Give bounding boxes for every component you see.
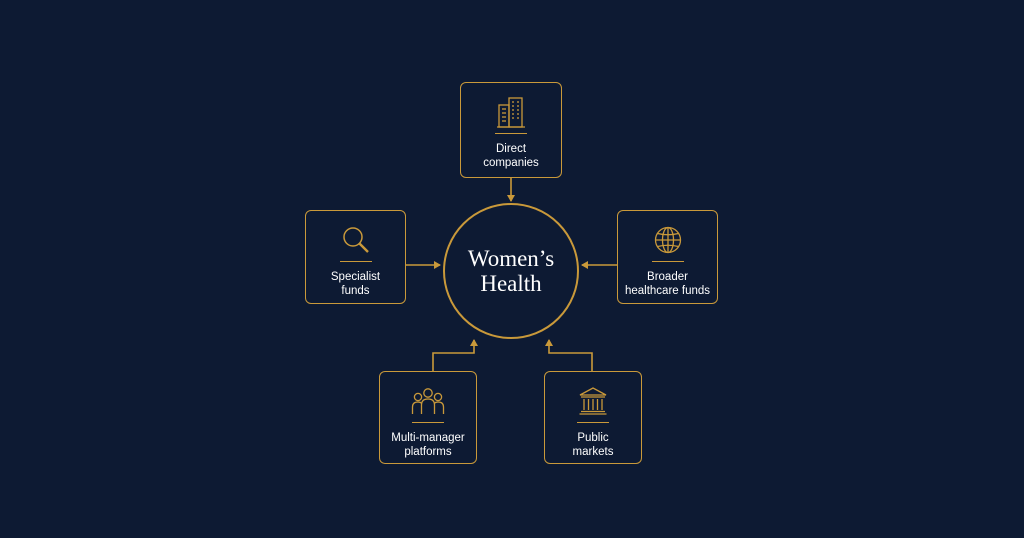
node-label-specialist-funds: Specialist funds (330, 271, 381, 297)
office-building-icon (494, 95, 528, 129)
node-divider (339, 261, 372, 262)
node-specialist-funds: Specialist funds (305, 210, 406, 304)
node-divider (651, 261, 684, 262)
node-label-broader-healthcare-funds: Broader healthcare funds (624, 271, 711, 297)
node-label-direct-companies: Direct companies (483, 143, 539, 169)
node-label-multi-manager-platforms: Multi-manager platforms (391, 432, 465, 458)
arrow-public-to-center (545, 339, 593, 372)
node-broader-healthcare-funds: Broader healthcare funds (617, 210, 718, 304)
node-divider (495, 133, 527, 134)
center-title: Women’s Health (467, 246, 555, 296)
bank-building-icon (576, 384, 610, 418)
node-divider (412, 422, 444, 423)
node-multi-manager-platforms: Multi-manager platforms (379, 371, 477, 464)
magnifying-glass-icon (339, 223, 373, 257)
arrow-multi-to-center (432, 339, 478, 372)
node-public-markets: Public markets (544, 371, 642, 464)
center-circle: Women’s Health (443, 203, 579, 339)
globe-icon (651, 223, 685, 257)
node-direct-companies: Direct companies (460, 82, 562, 178)
people-group-icon (411, 384, 445, 418)
node-label-public-markets: Public markets (572, 432, 614, 458)
node-divider (577, 422, 609, 423)
